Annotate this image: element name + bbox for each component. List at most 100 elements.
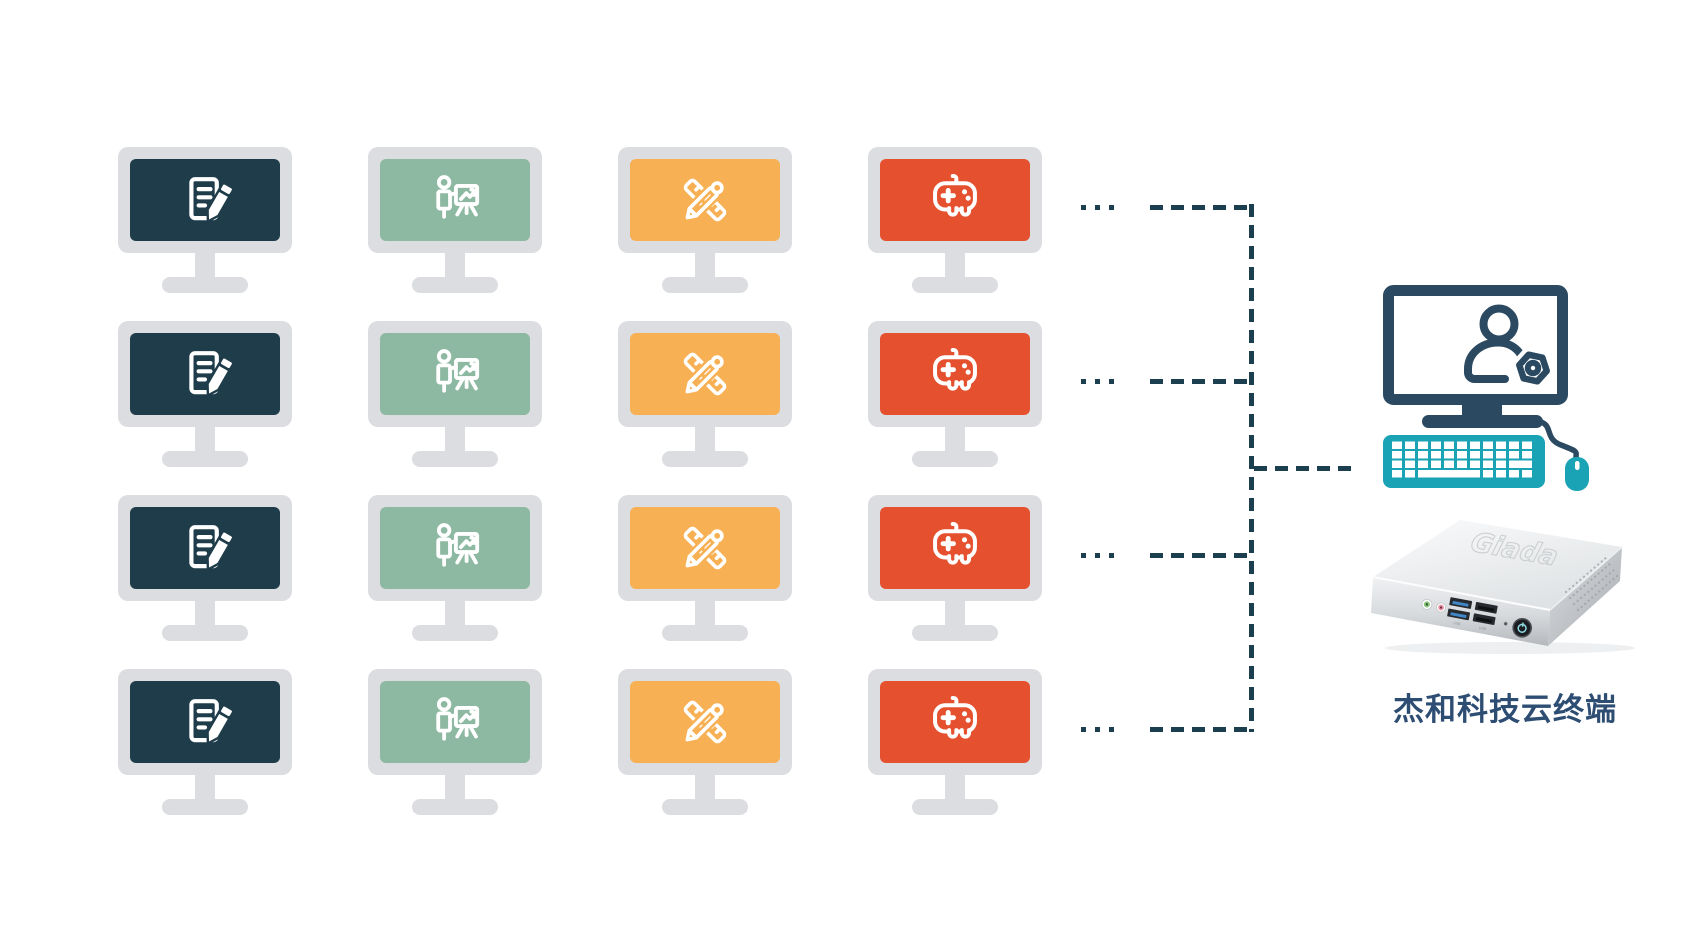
monitor-stand-base [662,451,748,467]
power-button [1512,618,1532,638]
monitor-stand-base [662,799,748,815]
monitor-screen [880,159,1030,241]
monitor-screen [130,159,280,241]
monitor-office-row2 [118,321,292,469]
device-shadow [1385,642,1635,654]
monitor-stand-neck [695,599,715,627]
dashed-connector-row3 [1150,552,1254,558]
monitor-stand-base [412,799,498,815]
gamepad-icon [926,345,984,403]
admin-monitor-base [1422,415,1543,428]
monitor-gaming-row1 [868,147,1042,295]
monitor-screen [880,507,1030,589]
monitor-screen [130,507,280,589]
dashed-connector-row2 [1150,378,1254,384]
device-edge-highlight [1372,576,1551,611]
monitor-stand-neck [195,251,215,279]
monitor-stand-neck [445,599,465,627]
monitor-bezel [368,495,542,601]
admin-user-gear-icon [1464,304,1555,389]
monitor-bezel [868,321,1042,427]
monitor-screen [380,159,530,241]
monitor-design-row3 [618,495,792,643]
monitor-bezel [618,495,792,601]
monitor-screen [630,507,780,589]
monitor-stand-neck [945,599,965,627]
admin-workstation [1383,285,1589,491]
monitor-bezel [868,669,1042,775]
monitor-stand-neck [445,251,465,279]
monitor-stand-base [662,277,748,293]
ellipsis-dots-row2 [1081,379,1123,385]
monitor-stand-neck [695,773,715,801]
monitor-stand-base [912,277,998,293]
monitor-bezel [118,147,292,253]
monitor-bezel [868,147,1042,253]
monitor-bezel [618,321,792,427]
monitor-stand-neck [195,773,215,801]
cloud-terminal-label: 杰和科技云终端 [1393,692,1617,728]
monitor-screen [880,333,1030,415]
ellipsis-dots-row3 [1081,553,1123,559]
keyboard-keys [1392,441,1532,478]
monitor-bezel [118,321,292,427]
monitor-gaming-row2 [868,321,1042,469]
monitor-stand-neck [945,773,965,801]
monitor-stand-neck [945,425,965,453]
monitor-stand-base [162,277,248,293]
monitor-screen [380,333,530,415]
monitor-stand-neck [195,425,215,453]
usb-label-2: USB [1478,626,1486,631]
dashed-connector-row4 [1150,726,1254,732]
monitor-bezel [368,321,542,427]
monitor-gaming-row3 [868,495,1042,643]
usb-ports [1447,597,1498,625]
monitor-bezel [368,147,542,253]
monitor-screen [630,159,780,241]
led-indicator [1503,621,1509,627]
dashed-connector-row1 [1150,204,1254,210]
cloud-terminal-device: Giada USB USB [1371,520,1635,654]
monitor-stand-base [162,451,248,467]
admin-monitor-neck [1462,398,1502,420]
monitor-bezel [618,669,792,775]
monitor-stand-neck [445,773,465,801]
device-side-face [1548,547,1622,646]
presenter-chart-icon [426,693,484,751]
monitor-stand-neck [195,599,215,627]
monitor-stand-base [162,625,248,641]
presenter-chart-icon [426,519,484,577]
ellipsis-dots-row4 [1081,727,1123,733]
device-front-ports: USB USB [1421,597,1532,638]
monitor-stand-neck [695,251,715,279]
dashed-trunk-line [1249,204,1254,732]
admin-mouse [1565,457,1589,491]
device-top-face [1373,520,1622,610]
presenter-chart-icon [426,171,484,229]
monitor-presentation-row1 [368,147,542,295]
monitor-stand-base [412,277,498,293]
monitor-stand-neck [445,425,465,453]
ruler-pencil-icon [676,171,734,229]
monitor-office-row4 [118,669,292,817]
monitor-stand-base [162,799,248,815]
monitor-design-row2 [618,321,792,469]
monitor-bezel [118,495,292,601]
ruler-pencil-icon [676,345,734,403]
monitor-screen [380,681,530,763]
device-vent-holes [1564,555,1619,612]
monitor-bezel [368,669,542,775]
monitor-stand-neck [695,425,715,453]
monitor-screen [630,333,780,415]
presenter-chart-icon [426,345,484,403]
monitor-screen [880,681,1030,763]
gamepad-icon [926,519,984,577]
monitor-gaming-row4 [868,669,1042,817]
document-edit-icon [176,345,234,403]
monitor-stand-base [912,451,998,467]
monitor-bezel [118,669,292,775]
monitor-presentation-row3 [368,495,542,643]
monitor-office-row3 [118,495,292,643]
monitor-design-row4 [618,669,792,817]
monitor-stand-base [912,625,998,641]
